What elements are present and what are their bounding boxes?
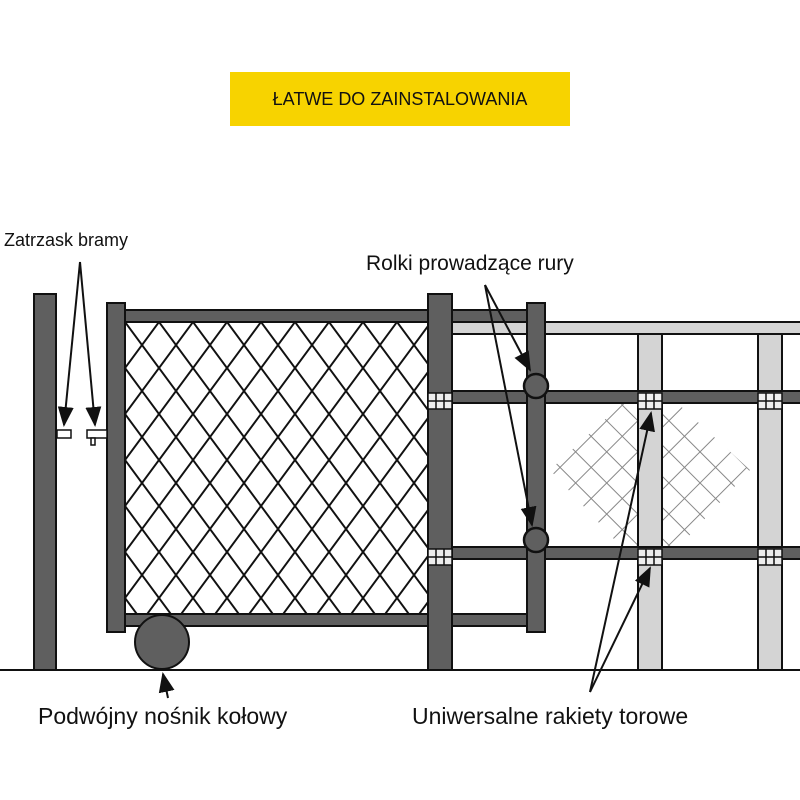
callout-arrows — [57, 261, 655, 699]
gate-top-rail — [119, 309, 531, 323]
track-brackets — [427, 392, 783, 566]
gate-right-stile — [526, 302, 546, 633]
track-rail-upper — [439, 390, 800, 404]
light-post-2 — [757, 333, 783, 671]
title-banner: ŁATWE DO ZAINSTALOWANIA — [230, 72, 570, 126]
gate-latch — [56, 429, 108, 446]
gate-mesh — [125, 322, 428, 614]
guide-roller-upper — [522, 372, 550, 400]
guide-roller-lower — [522, 526, 550, 554]
carrier-wheel — [134, 614, 190, 670]
light-post-1 — [637, 333, 663, 671]
label-track-brackets: Uniwersalne rakiety torowe — [412, 703, 689, 729]
label-guide-rollers: Rolki prowadzące rury — [366, 252, 574, 275]
label-wheel-carrier: Podwójny nośnik kołowy — [38, 703, 288, 729]
gate-left-stile — [106, 302, 126, 633]
light-top-rail — [451, 321, 800, 335]
gate-post — [427, 293, 453, 671]
label-gate-latch: Zatrzask bramy — [4, 230, 129, 250]
latch-post — [33, 293, 57, 671]
